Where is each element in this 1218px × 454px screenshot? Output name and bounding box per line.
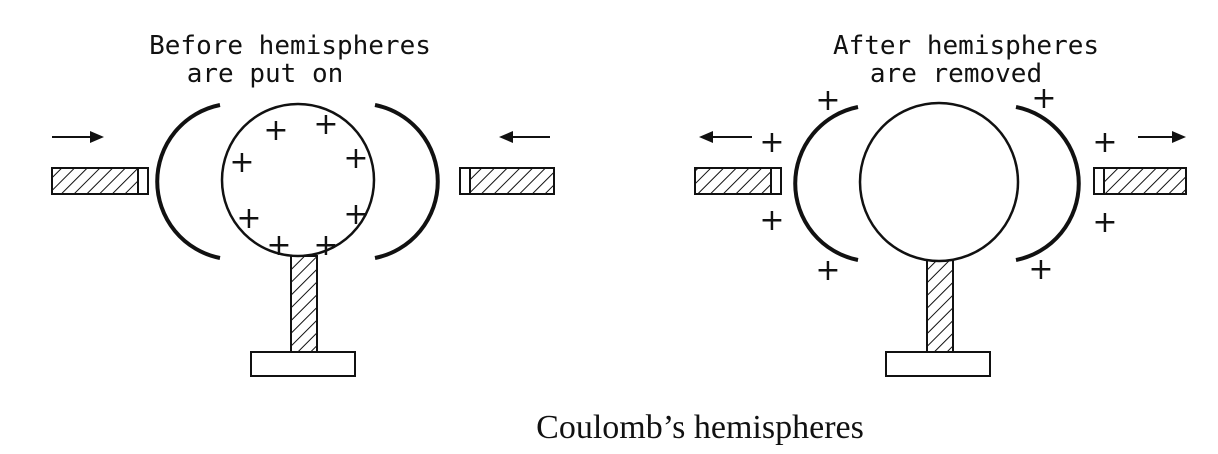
right-insulating-stand xyxy=(926,257,954,353)
charge-plus: + xyxy=(229,145,254,180)
charge-plus: + xyxy=(343,141,368,176)
charge-plus: + xyxy=(313,107,338,142)
left-label-line2: are put on xyxy=(187,59,344,89)
left-arrow-inward xyxy=(52,131,104,143)
charge-plus: + xyxy=(313,228,338,263)
left-handle-connector xyxy=(137,167,149,195)
charge-plus: + xyxy=(263,113,288,148)
left-label-line1: Before hemispheres xyxy=(149,31,431,61)
charge-plus: + xyxy=(1092,125,1117,160)
right-label-line1: After hemispheres xyxy=(833,31,1099,61)
right-hemisphere-charges: + + + + + + + + xyxy=(759,81,1117,288)
charge-plus: + xyxy=(236,201,261,236)
charge-plus: + xyxy=(815,83,840,118)
charge-plus: + xyxy=(815,253,840,288)
right-handle-connector xyxy=(1093,167,1105,195)
left-sphere-charges: + + + + + + + + xyxy=(229,107,368,263)
right-label-line2: are removed xyxy=(870,59,1042,89)
charge-plus: + xyxy=(1028,252,1053,287)
right-neutral-sphere xyxy=(858,101,1020,263)
right-handle-connector xyxy=(459,167,471,195)
charge-plus: + xyxy=(759,203,784,238)
charge-plus: + xyxy=(343,197,368,232)
right-arrow-outward xyxy=(1138,131,1186,143)
charge-plus: + xyxy=(759,125,784,160)
charge-plus: + xyxy=(1092,205,1117,240)
left-insulating-stand xyxy=(290,255,318,353)
left-insulating-handle xyxy=(694,167,772,195)
left-arrow-outward xyxy=(699,131,752,143)
charge-plus: + xyxy=(1031,81,1056,116)
right-hemisphere xyxy=(374,103,440,260)
right-insulating-handle xyxy=(1103,167,1187,195)
left-insulating-handle xyxy=(51,167,139,195)
left-handle-connector xyxy=(770,167,782,195)
right-insulating-handle xyxy=(469,167,555,195)
left-hemisphere xyxy=(155,103,221,260)
left-stand-base xyxy=(250,351,356,377)
left-charged-sphere xyxy=(220,102,376,258)
right-panel: After hemispheres are removed + + + + xyxy=(694,31,1187,377)
charge-plus: + xyxy=(266,228,291,263)
right-stand-base xyxy=(885,351,991,377)
left-hemisphere xyxy=(793,105,859,262)
right-hemisphere xyxy=(1015,105,1081,262)
left-panel: Before hemispheres are put on + + + + xyxy=(51,31,555,377)
right-arrow-inward xyxy=(499,131,550,143)
figure-caption: Coulomb’s hemispheres xyxy=(536,409,864,446)
